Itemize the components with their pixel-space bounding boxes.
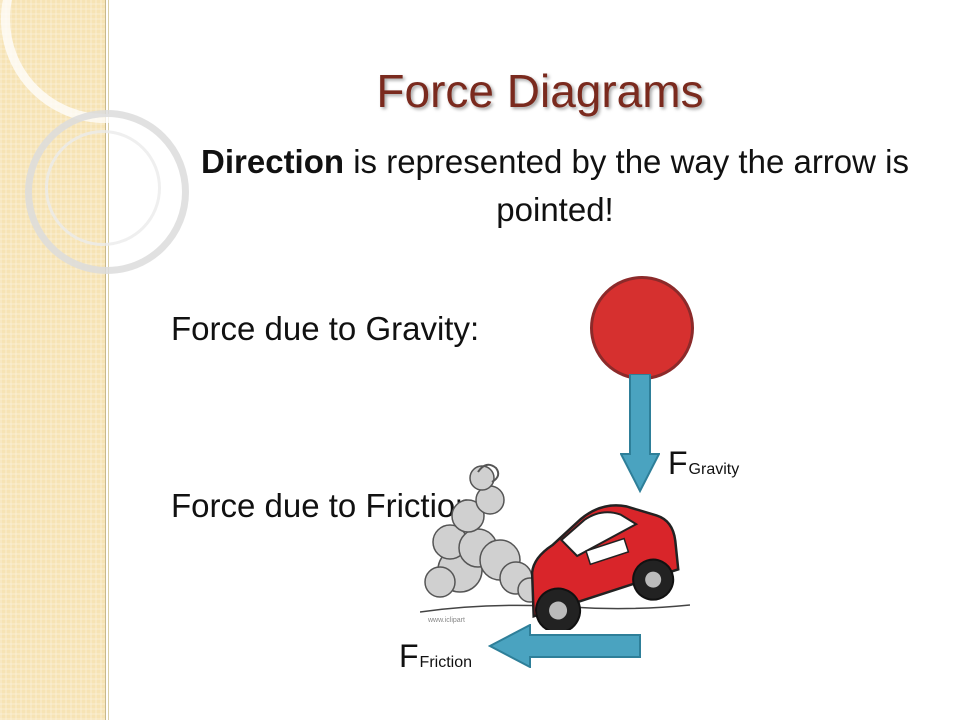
gravity-arrow-icon	[620, 374, 660, 494]
gravity-label: Force due to Gravity:	[171, 310, 480, 347]
slide-title: Force Diagrams	[376, 65, 704, 117]
decorative-ring	[25, 110, 189, 274]
slide-subtitle: Direction is represented by the way the …	[155, 138, 955, 234]
subtitle-emphasis: Direction	[201, 143, 345, 180]
force-symbol: F	[668, 445, 688, 481]
friction-arrow-icon	[488, 624, 641, 668]
friction-label: Force due to Friction:	[171, 487, 483, 524]
force-symbol: F	[399, 638, 419, 674]
clipart-caption: www.iclipart	[427, 617, 465, 624]
friction-force-label: FFriction	[399, 638, 472, 675]
gravity-force-label: FGravity	[668, 445, 739, 482]
subtitle-text: is represented by the way the arrow is p…	[344, 143, 909, 228]
force-subscript: Friction	[419, 654, 472, 671]
skidding-car-clipart: www.iclipart	[420, 463, 690, 630]
falling-ball	[590, 276, 694, 380]
band-divider-line	[108, 0, 109, 720]
decorative-ring	[45, 130, 161, 246]
force-subscript: Gravity	[688, 461, 740, 478]
